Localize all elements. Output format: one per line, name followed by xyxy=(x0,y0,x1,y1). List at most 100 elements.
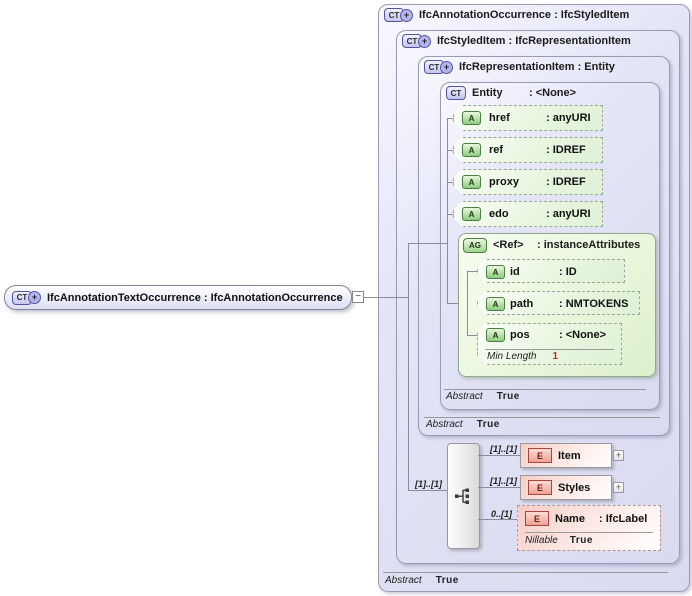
abstract-row-representationitem: Abstract True xyxy=(426,419,500,430)
ct-plus-badge: + xyxy=(400,8,413,22)
header-ifcrepresentationitem[interactable]: CT + IfcRepresentationItem : Entity xyxy=(424,59,615,75)
abstract-value: True xyxy=(435,575,459,586)
collapse-button[interactable]: − xyxy=(352,291,364,303)
attribute-name: href xyxy=(489,112,510,124)
attribute-proxy[interactable]: A proxy : IDREF xyxy=(453,169,603,195)
ct-plus-badge: + xyxy=(440,60,453,74)
connector-line xyxy=(447,150,453,151)
connector-line xyxy=(478,455,520,456)
attribute-ref[interactable]: A ref : IDREF xyxy=(453,137,603,163)
abstract-label: Abstract xyxy=(426,419,463,430)
abstract-row-annotationoccurrence: Abstract True xyxy=(385,575,459,586)
sequence-cardinality: [1]..[1] xyxy=(415,479,442,489)
connector-line xyxy=(408,490,447,491)
element-item[interactable]: E Item xyxy=(520,443,612,468)
attribute-id[interactable]: A id : ID xyxy=(477,259,625,283)
connector-line xyxy=(478,519,517,520)
attribute-type: : NMTOKENS xyxy=(559,298,629,310)
attribute-icon: A xyxy=(462,175,481,189)
connector-line xyxy=(447,243,448,303)
box-title: IfcStyledItem : IfcRepresentationItem xyxy=(437,35,631,47)
attribute-name: proxy xyxy=(489,176,519,188)
attribute-group-type: : instanceAttributes xyxy=(537,239,641,251)
complex-type-icon: CT + xyxy=(402,34,431,48)
abstract-value: True xyxy=(496,391,520,402)
nillable-value: True xyxy=(569,535,593,546)
abstract-divider xyxy=(444,389,646,390)
element-type: : IfcLabel xyxy=(599,512,648,525)
attribute-path[interactable]: A path : NMTOKENS xyxy=(477,291,640,315)
complex-type-icon: CT + xyxy=(384,8,413,22)
expand-button-item[interactable]: + xyxy=(613,450,624,461)
element-icon: E xyxy=(528,480,552,495)
element-cardinality: 0..[1] xyxy=(491,509,513,519)
connector-line xyxy=(408,243,409,491)
element-icon: E xyxy=(525,511,549,526)
connector-line xyxy=(467,271,468,335)
facet-row: Min Length 1 xyxy=(487,351,558,362)
connector-line xyxy=(447,303,467,304)
facet-value: 1 xyxy=(552,351,559,362)
element-name: Styles xyxy=(558,481,591,494)
element-styles[interactable]: E Styles xyxy=(520,475,612,500)
complex-type-icon: CT xyxy=(446,86,466,100)
attribute-name: edo xyxy=(489,208,509,220)
ct-plus-badge: + xyxy=(28,291,41,304)
facet-divider xyxy=(525,532,653,533)
attribute-pos[interactable]: A pos : <None> Min Length 1 xyxy=(477,323,622,365)
connector-line xyxy=(467,271,477,272)
abstract-label: Abstract xyxy=(385,575,422,586)
attribute-icon: A xyxy=(462,207,481,221)
box-title: IfcRepresentationItem : Entity xyxy=(459,61,615,73)
root-node-label: IfcAnnotationTextOccurrence : IfcAnnotat… xyxy=(47,291,343,304)
header-ifcannotationoccurrence[interactable]: CT + IfcAnnotationOccurrence : IfcStyled… xyxy=(384,7,629,23)
attribute-icon: A xyxy=(462,111,481,125)
connector-line xyxy=(447,182,453,183)
facet-divider xyxy=(485,349,614,350)
abstract-label: Abstract xyxy=(446,391,483,402)
attribute-name: pos xyxy=(510,329,530,341)
element-name-node[interactable]: E Name : IfcLabel Nillable True xyxy=(517,505,661,551)
element-icon: E xyxy=(528,448,552,463)
attribute-href[interactable]: A href : anyURI xyxy=(453,105,603,131)
attribute-edo[interactable]: A edo : anyURI xyxy=(453,201,603,227)
entity-type: : <None> xyxy=(529,87,577,99)
connector-line xyxy=(447,118,453,119)
ct-plus-badge: + xyxy=(418,34,431,48)
facet-label: Min Length xyxy=(487,351,537,362)
attribute-group-header[interactable]: AG <Ref> : instanceAttributes xyxy=(463,237,640,253)
connector-line xyxy=(467,335,477,336)
expand-button-styles[interactable]: + xyxy=(613,482,624,493)
box-title: IfcAnnotationOccurrence : IfcStyledItem xyxy=(419,9,630,21)
element-name: Name xyxy=(555,512,585,525)
root-node-ifcannotationtextoccurrence[interactable]: CT + IfcAnnotationTextOccurrence : IfcAn… xyxy=(4,285,352,310)
attribute-icon: A xyxy=(486,328,505,342)
complex-type-icon: CT + xyxy=(12,290,41,305)
attribute-type: : ID xyxy=(559,266,577,278)
abstract-row-entity: Abstract True xyxy=(446,391,520,402)
abstract-value: True xyxy=(476,419,500,430)
abstract-divider xyxy=(383,572,668,573)
attribute-type: : anyURI xyxy=(546,112,591,124)
connector-line xyxy=(478,487,520,488)
sequence-compositor[interactable] xyxy=(447,443,480,549)
attribute-icon: A xyxy=(486,297,505,311)
attribute-group-name: <Ref> xyxy=(493,239,524,251)
connector-line xyxy=(408,243,448,244)
attribute-group-icon: AG xyxy=(463,237,487,253)
attribute-name: path xyxy=(510,298,534,310)
attribute-type: : anyURI xyxy=(546,208,591,220)
element-cardinality: [1]..[1] xyxy=(490,444,517,454)
attribute-type: : <None> xyxy=(559,329,607,341)
element-name: Item xyxy=(558,449,581,462)
header-entity[interactable]: CT Entity : <None> xyxy=(446,85,576,101)
attribute-icon: A xyxy=(462,143,481,157)
abstract-divider xyxy=(424,417,660,418)
attribute-type: : IDREF xyxy=(546,176,586,188)
connector-line xyxy=(447,214,453,215)
attribute-type: : IDREF xyxy=(546,144,586,156)
nillable-label: Nillable xyxy=(525,535,558,546)
element-cardinality: [1]..[1] xyxy=(490,476,517,486)
header-ifcstyleditem[interactable]: CT + IfcStyledItem : IfcRepresentationIt… xyxy=(402,33,631,49)
